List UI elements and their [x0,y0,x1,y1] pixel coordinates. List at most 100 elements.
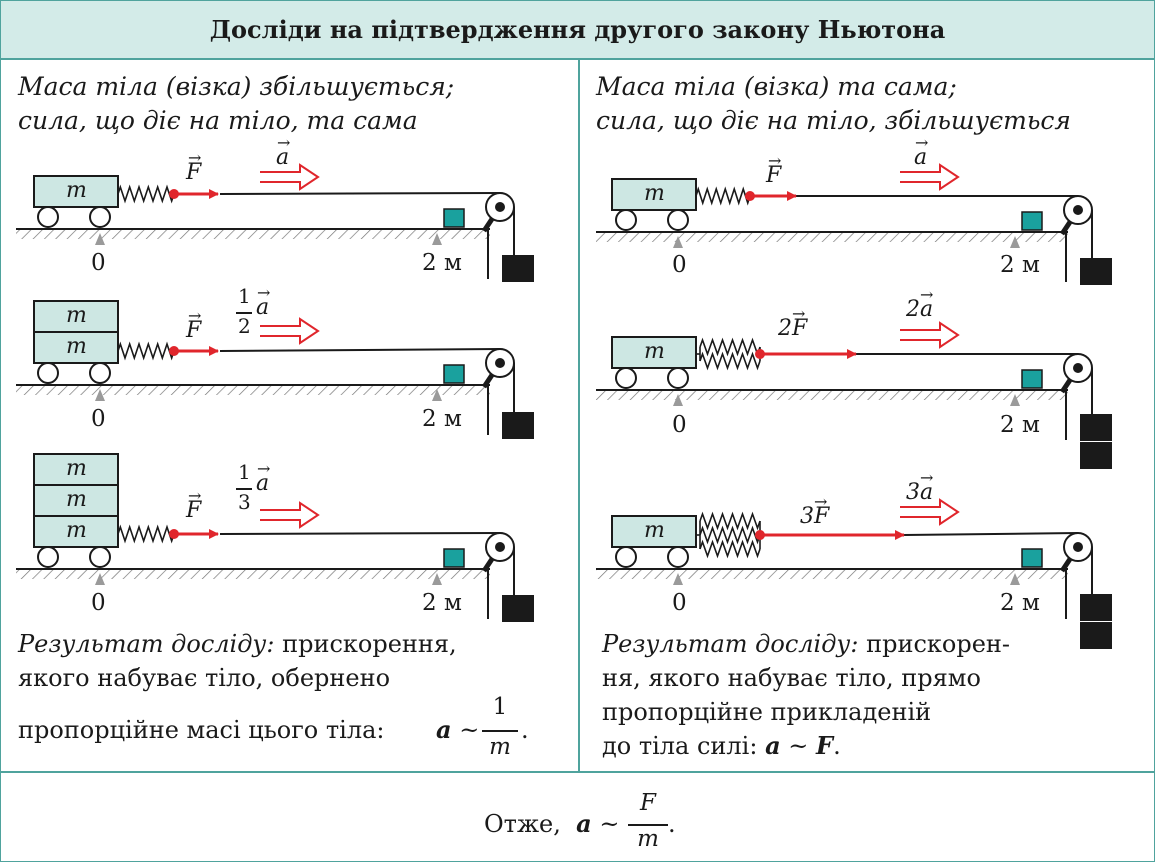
left-row3-cart-block-2 [33,453,119,486]
left-row3-wheel-back [37,546,59,568]
left-row1-wheel-back [37,206,59,228]
right-row2-sensor [1021,369,1043,389]
right-row3-pulley-axle [1073,542,1083,552]
left-frac-den-3: 3 [238,490,251,514]
right-row1-mass-label-0: m [644,181,665,206]
left-result-head: Результат досліду: [18,630,275,658]
left-row3-start-marker [95,573,105,585]
left-pos-start-3: 0 [91,590,106,616]
left-row1-wheel-front [89,206,111,228]
left-accel-text-2: a [256,295,270,320]
left-row3-end-marker [432,573,442,585]
right-pos-start-3: 0 [672,590,687,616]
right-row3-string [903,532,1079,536]
left-force-text-2: F [186,318,202,343]
right-row3-spring-2 [699,539,761,559]
left-row1-start-marker [95,233,105,245]
left-row2-wheel-front [89,362,111,384]
left-row2-string [219,348,501,352]
left-row3-mass-label-1: m [66,487,87,512]
left-row3-wheel-front [89,546,111,568]
right-row1-sensor [1021,211,1043,231]
left-formula-num: 1 [492,694,508,720]
right-row1-accel-arrow [900,163,960,191]
left-formula-sim: ~ [459,716,480,744]
left-row3-pulley-axle [495,542,505,552]
left-force-text-1: F [186,160,202,185]
left-row1-cart-block-0 [33,175,119,208]
left-row3-mass-label-0: m [66,518,87,543]
right-force-label-3: →3F [800,492,830,529]
page-title: Досліди на підтвердження другого закону … [1,1,1154,60]
conclusion-num: F [640,790,656,816]
left-title-line2: сила, що діє на тіло, та сама [18,106,418,135]
left-pos-end-3: 2 м [422,590,462,616]
right-row3-wheel-back [615,546,637,568]
left-row2-mass-label-0: m [66,334,87,359]
left-result-line1: Результат досліду: прискорення, [18,626,457,662]
right-row2-wheel-back [615,367,637,389]
left-frac-bar-2 [236,312,252,314]
left-row3-spring [117,524,175,544]
left-row2-mass-label-1: m [66,303,87,328]
right-row3-start-marker [673,573,683,585]
left-formula-bar [482,730,518,732]
right-title-line1: Маса тіла (візка) та сама; [596,72,957,101]
right-force-label-2: →2F [778,304,808,341]
left-force-label-1: →F [186,148,202,185]
left-row2-weight-0 [502,412,534,439]
left-row1-spring [117,184,175,204]
right-formula-sim: ~ [788,732,809,760]
left-force-label-3: →F [186,486,202,523]
left-accel-label-1: →a [276,133,291,170]
left-row1-pulley-axle [495,202,505,212]
right-row3-cart-block-0 [611,515,697,548]
right-row1-ground-hatch [596,232,1068,242]
right-row1-end-marker [1010,236,1020,248]
right-accel-label-3: →3a [906,468,934,505]
left-result-text3: пропорційне масі цього тіла: [18,716,385,744]
right-row3-spring-1 [699,525,761,545]
right-row2-weight-0 [1080,414,1112,441]
right-row3-sensor [1021,548,1043,568]
left-row2-accel-arrow [260,317,320,345]
right-row3-weight-1 [1080,622,1112,649]
right-row3-mass-label-0: m [644,518,665,543]
right-row1-spring [695,186,751,206]
conclusion-prefix: Отже, [484,810,561,838]
right-title-line2: сила, що діє на тіло, збільшується [596,106,1071,135]
right-result-text1: прискорен- [866,630,1011,658]
left-accel-label-2: →a [256,283,271,320]
left-row3-ground-hatch [16,569,490,579]
left-row1-string [219,192,501,195]
conclusion-bar [628,824,668,826]
left-row1-ground-hatch [16,229,490,239]
right-pos-start-1: 0 [672,252,687,278]
right-force-text-3: 3F [800,504,830,529]
left-result-text2: якого набуває тіло, обернено [18,664,391,692]
left-row1-mass-label-0: m [66,178,87,203]
right-result-line1: Результат досліду: прискорен- [602,626,1010,662]
left-row1-accel-arrow [260,163,320,191]
left-row2-start-marker [95,389,105,401]
right-pos-end-2: 2 м [1000,412,1040,438]
left-accel-label-3: →a [256,459,271,496]
conclusion-sim: ~ [599,810,620,838]
left-row2-end-marker [432,389,442,401]
right-row2-spring-1 [699,351,761,371]
left-title-line1: Маса тіла (візка) збільшується; [18,72,455,101]
left-row2-cart-block-1 [33,300,119,333]
left-row1-weight-0 [502,255,534,282]
left-result-text1: прискорення, [282,630,457,658]
right-row2-pulley-axle [1073,363,1083,373]
right-row2-weight-1 [1080,442,1112,469]
left-row3-cart-block-0 [33,515,119,548]
right-accel-label-2: →2a [906,285,934,322]
right-formula-a: a [765,731,781,760]
right-row1-weight-0 [1080,258,1112,285]
right-row3-ground-hatch [596,569,1068,579]
right-row3-weight-0 [1080,594,1112,621]
column-divider [578,58,580,771]
left-formula-dot: . [521,716,529,744]
left-force-label-2: →F [186,306,202,343]
